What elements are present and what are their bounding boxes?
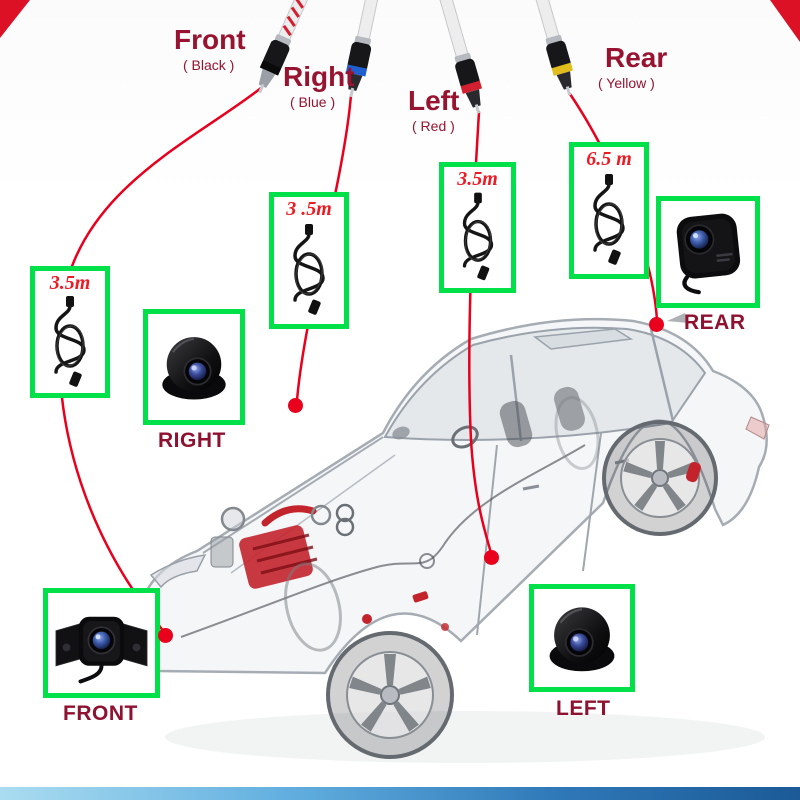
rear-mount-dot bbox=[649, 317, 664, 332]
connector-color-front: ( Black ) bbox=[183, 57, 235, 73]
brake-caliper bbox=[685, 461, 701, 483]
right-connector bbox=[345, 0, 380, 98]
cable-length-label: 3.5m bbox=[457, 168, 498, 190]
connector-color-rear: ( Yellow ) bbox=[598, 75, 655, 91]
interior-cable bbox=[180, 444, 586, 638]
headlight bbox=[149, 554, 207, 589]
connector-label-left: Left bbox=[408, 85, 460, 116]
rear-camera-box bbox=[656, 196, 760, 308]
left-camera-box bbox=[529, 584, 635, 692]
cable-box-left: 3.5m bbox=[439, 162, 516, 293]
right-mount-dot bbox=[288, 398, 303, 413]
left-connector bbox=[438, 0, 483, 114]
far-front-wheel bbox=[284, 562, 342, 652]
cable-box-right: 3 .5m bbox=[269, 192, 349, 329]
camera-label-left: LEFT bbox=[556, 697, 611, 720]
engine-cluster bbox=[210, 503, 449, 631]
bottom-gradient-bar bbox=[0, 787, 800, 800]
connector-label-rear: Rear bbox=[605, 42, 668, 73]
camera-label-right: RIGHT bbox=[158, 429, 226, 452]
rear-camera bbox=[676, 213, 741, 295]
cable-length-label: 3 .5m bbox=[286, 198, 332, 220]
connector-label-right: Right bbox=[283, 61, 355, 92]
dome-camera-left bbox=[549, 607, 615, 672]
car-greenhouse bbox=[383, 326, 707, 441]
corner-ribbon-left bbox=[0, 0, 30, 38]
connector-color-right: ( Blue ) bbox=[290, 94, 336, 110]
taillight bbox=[745, 416, 770, 440]
cable-length-label: 6.5 m bbox=[586, 148, 632, 170]
front-camera-box bbox=[43, 588, 160, 698]
cable-box-rear: 6.5 m bbox=[569, 142, 649, 279]
connector-color-left: ( Red ) bbox=[412, 118, 455, 134]
camera-label-rear: REAR bbox=[684, 311, 746, 334]
car-illustration bbox=[136, 313, 770, 763]
seat-front bbox=[499, 400, 533, 448]
car-body-outline bbox=[136, 317, 768, 675]
front-wheel bbox=[326, 631, 454, 759]
coiled-cable-icon bbox=[293, 224, 325, 315]
camera-label-front: FRONT bbox=[63, 702, 138, 725]
coiled-cable-icon bbox=[54, 296, 86, 387]
c-pillar bbox=[649, 328, 675, 422]
sunroof bbox=[533, 328, 634, 350]
steering-wheel bbox=[451, 425, 479, 449]
interior-cable-coil bbox=[419, 553, 435, 569]
seat-rear bbox=[554, 386, 585, 431]
right-camera-box bbox=[143, 309, 245, 425]
far-rear-wheel bbox=[554, 396, 600, 470]
connector-label-front: Front bbox=[174, 24, 246, 55]
front-mount-dot bbox=[158, 628, 173, 643]
corner-ribbon-right bbox=[770, 0, 800, 42]
side-mirror bbox=[392, 426, 410, 440]
rear-wheel bbox=[602, 420, 718, 536]
cable-length-label: 3.5m bbox=[49, 272, 91, 294]
left-mount-dot bbox=[484, 550, 499, 565]
front-camera bbox=[55, 616, 148, 684]
front-connector bbox=[258, 0, 309, 94]
coiled-cable-icon bbox=[462, 192, 493, 281]
rear-connector bbox=[534, 0, 574, 96]
roof-antenna bbox=[667, 313, 688, 323]
hood-line bbox=[202, 436, 384, 554]
cable-box-front: 3.5m bbox=[30, 266, 110, 398]
dome-camera-right bbox=[162, 337, 226, 400]
car-shadow bbox=[165, 711, 765, 763]
coiled-cable-icon bbox=[593, 174, 625, 265]
